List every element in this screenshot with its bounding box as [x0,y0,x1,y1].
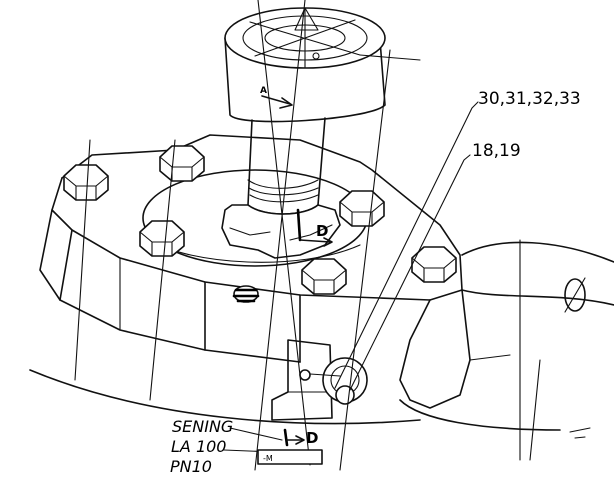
construction-lines [74,0,421,471]
view-marker-lower: D [306,429,318,447]
background-support [29,239,614,461]
stamp-marker [223,427,323,465]
bolt-head-3 [339,190,385,227]
bolt-head-4 [139,220,185,257]
side-bolt [232,285,260,303]
stamp-line-1: SENING [172,417,233,436]
stamp-box-text: -M [263,454,273,463]
bolt-head-1 [63,164,109,201]
callout-leaders [334,101,479,391]
bolt-head-6 [411,246,457,283]
section-line [283,208,333,447]
callout-label-main: 30,31,32,33 [478,89,581,109]
bolt-head-2 [159,145,205,182]
arrow-marker-label: A [260,86,267,96]
stamp-line-3: PN10 [170,457,212,476]
view-marker-upper: D [316,222,328,240]
callout-label-secondary: 18,19 [472,141,521,161]
stamp-line-2: LA 100 [171,437,226,456]
arrow-a [261,95,293,109]
bolt-head-5 [301,258,347,295]
